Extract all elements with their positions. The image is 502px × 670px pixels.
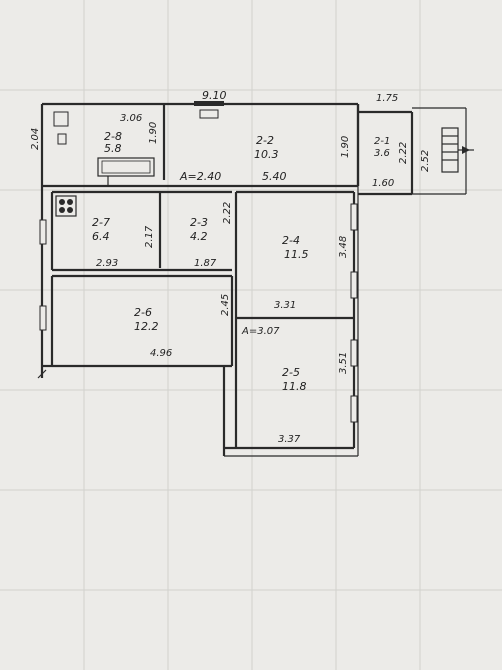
dim-room4-vert: 3.48 bbox=[338, 236, 349, 258]
dim-room3-vert: 2.22 bbox=[222, 202, 233, 224]
room-3-area: 4.2 bbox=[190, 230, 208, 243]
room-5-id: 2-5 bbox=[282, 366, 300, 379]
dim-top-total: 9.10 bbox=[202, 89, 227, 102]
dim-room2-vert: 1.90 bbox=[340, 136, 351, 158]
walls bbox=[37, 101, 474, 457]
room-8-area: 5.8 bbox=[104, 142, 122, 155]
dim-room5-horiz: 3.37 bbox=[278, 434, 301, 445]
room-3-id: 2-3 bbox=[190, 216, 208, 229]
dim-left-room8: 2.04 bbox=[30, 128, 41, 150]
dim-top-balcony: 1.75 bbox=[376, 93, 398, 104]
dim-room7-horiz: 2.93 bbox=[96, 258, 118, 269]
room-1-area: 3.6 bbox=[374, 148, 390, 159]
room-6-area: 12.2 bbox=[134, 320, 159, 333]
dim-room1-horiz: 1.60 bbox=[372, 178, 394, 189]
room-8-id: 2-8 bbox=[104, 130, 122, 143]
room-2-area: 10.3 bbox=[254, 148, 279, 161]
dim-room3-horiz: 1.87 bbox=[194, 258, 217, 269]
dim-corridor-len: 5.40 bbox=[262, 170, 287, 183]
dim-top-room8: 3.06 bbox=[120, 113, 142, 124]
room-2-id: 2-2 bbox=[256, 134, 274, 147]
fixtures bbox=[53, 109, 219, 217]
dim-room1-vert: 2.22 bbox=[398, 142, 409, 164]
dim-room6-horiz: 4.96 bbox=[150, 348, 172, 359]
dim-corridor-a: A=2.40 bbox=[179, 170, 221, 183]
room-5-area: 11.8 bbox=[282, 380, 307, 393]
dimension-labels: 9.10 3.06 1.75 2.04 1.90 1.90 A=2.40 5.4… bbox=[30, 89, 431, 445]
room-1-id: 2-1 bbox=[374, 136, 390, 147]
dim-room5-vert: 3.51 bbox=[338, 352, 349, 374]
room-labels: 2-8 5.8 2-2 10.3 2-1 3.6 2-7 6.4 2-3 4.2… bbox=[92, 130, 390, 393]
dim-corr-b: A=3.07 bbox=[241, 326, 280, 337]
room-4-id: 2-4 bbox=[282, 234, 300, 247]
dim-balcony-vert: 2.52 bbox=[420, 150, 431, 172]
room-7-id: 2-7 bbox=[92, 216, 110, 229]
room-4-area: 11.5 bbox=[284, 248, 309, 261]
dim-room4-horiz: 3.31 bbox=[274, 300, 296, 311]
dim-room8-vert: 1.90 bbox=[148, 122, 159, 144]
room-7-area: 6.4 bbox=[92, 230, 110, 243]
room-6-id: 2-6 bbox=[134, 306, 152, 319]
dim-room7-vert: 2.17 bbox=[144, 225, 155, 248]
dim-room6-vert: 2.45 bbox=[220, 294, 231, 316]
